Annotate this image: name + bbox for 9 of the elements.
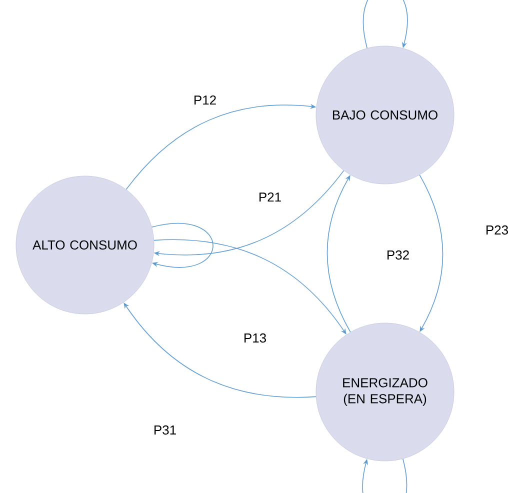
- edge-label: P13: [244, 333, 266, 343]
- loop-arrow: [151, 223, 214, 268]
- loop-arrow: [363, 0, 408, 49]
- edge-label: P31: [154, 425, 176, 435]
- edge-label: P32: [388, 250, 409, 260]
- edge-label: P12: [194, 95, 216, 105]
- loop-arrow: [362, 458, 407, 493]
- edge-label: P23: [486, 225, 508, 235]
- edge-label: P21: [260, 192, 281, 202]
